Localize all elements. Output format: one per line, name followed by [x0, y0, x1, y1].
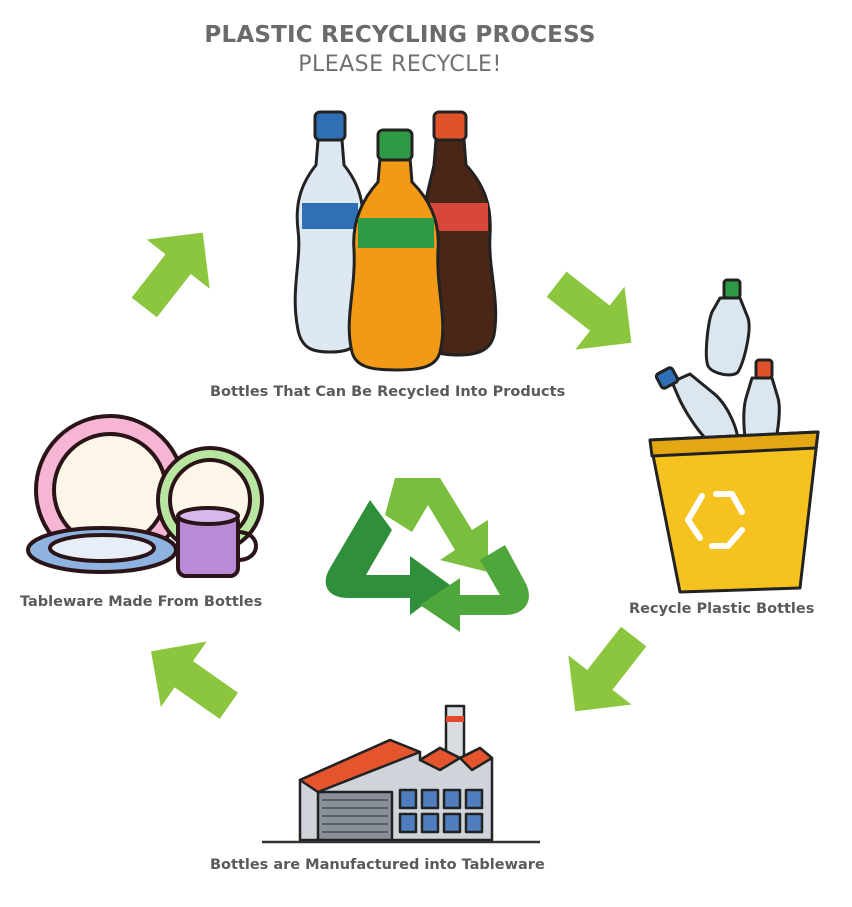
recycle-bin-icon: [648, 278, 820, 594]
step-label-manufacture: Bottles are Manufactured into Tableware: [210, 857, 545, 873]
tableware-icon: [26, 414, 264, 578]
arrow-bin-to-factory: [543, 611, 666, 737]
step-label-tableware: Tableware Made From Bottles: [20, 594, 263, 610]
step-label-bottles: Bottles That Can Be Recycled Into Produc…: [210, 384, 566, 400]
recycle-symbol-icon: [325, 478, 529, 632]
step-label-recycle: Recycle Plastic Bottles: [629, 601, 815, 617]
plastic-bottles-icon: [293, 110, 498, 372]
diagram-subtitle: PLEASE RECYCLE!: [298, 52, 502, 77]
arrow-tableware-to-bottles: [112, 207, 235, 333]
arrow-bottles-to-bin: [531, 252, 657, 375]
arrow-factory-to-tableware: [128, 618, 252, 739]
diagram-title: PLASTIC RECYCLING PROCESS: [204, 22, 596, 48]
factory-icon: [262, 704, 540, 844]
